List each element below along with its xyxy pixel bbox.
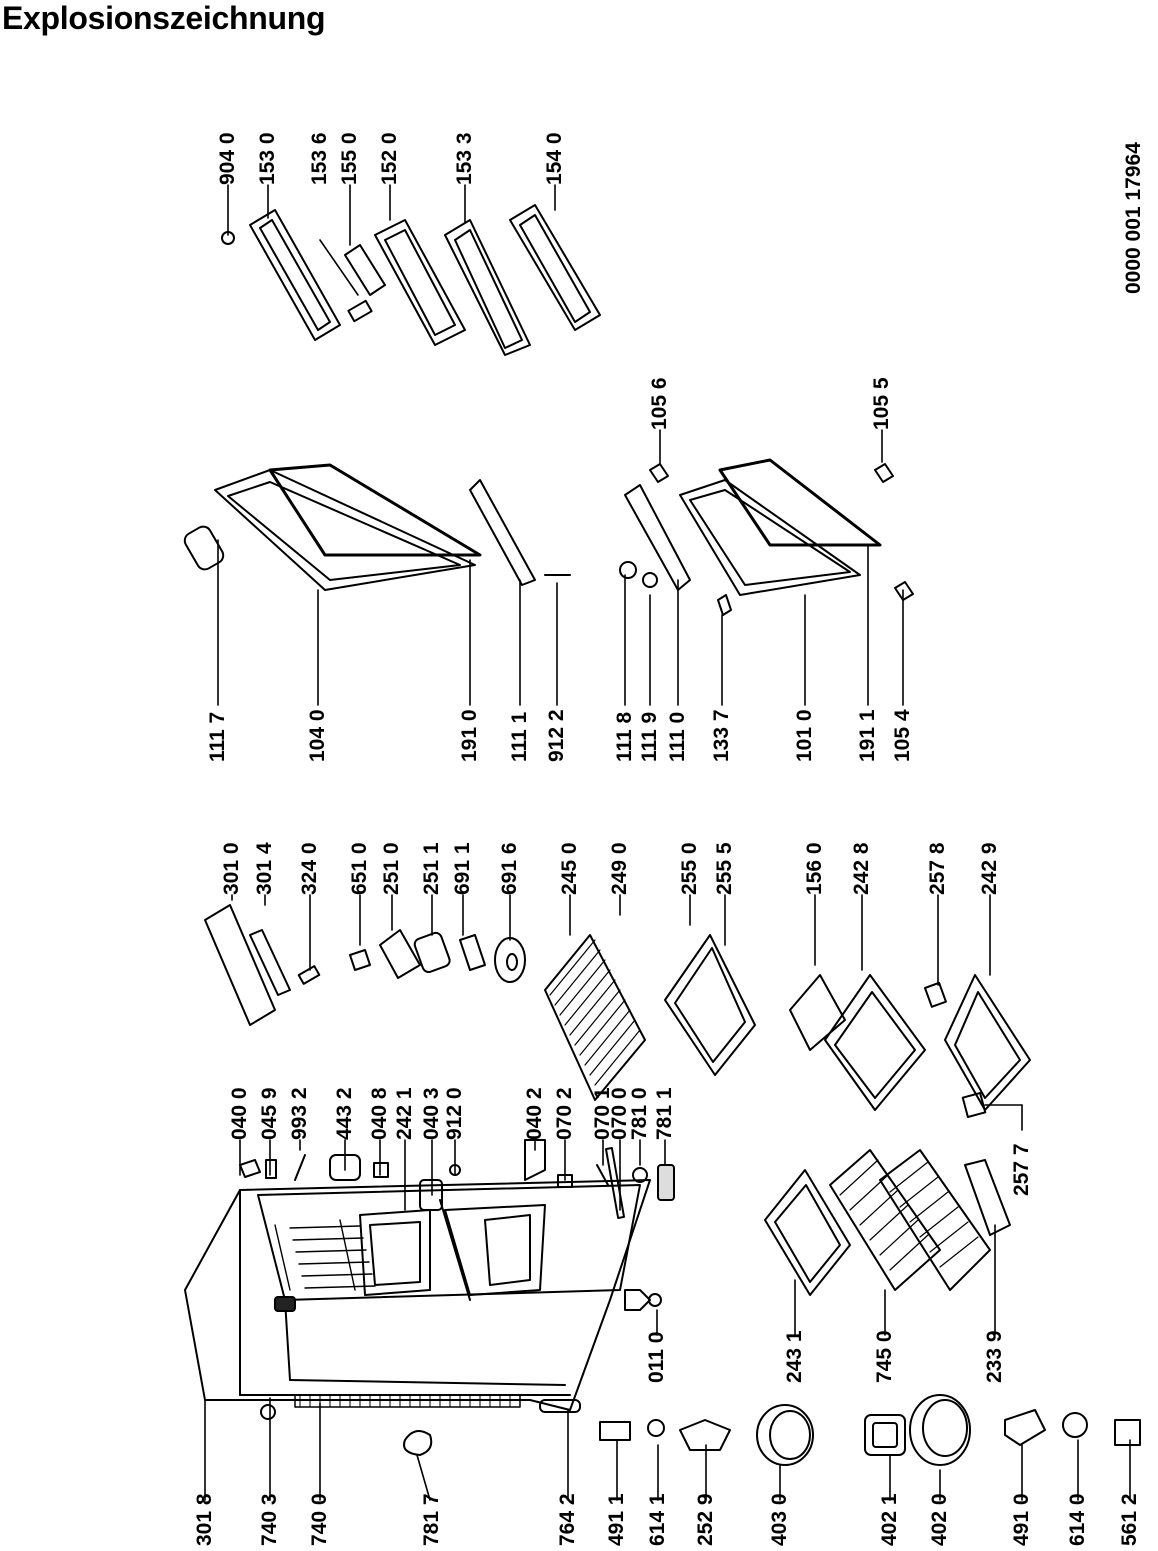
part-label: 153 3 [453,132,476,185]
part-label: 614 1 [646,1493,669,1546]
part-label: 691 6 [498,842,521,895]
part-label: 255 0 [678,842,701,895]
part-label: 191 0 [458,709,481,762]
part-label: 993 2 [288,1087,311,1140]
part-label: 242 8 [850,842,873,895]
doors [183,458,914,616]
part-label: 740 0 [308,1493,331,1546]
leader-lines [204,184,1131,1501]
part-label: 614 0 [1066,1493,1089,1546]
part-label: 781 1 [653,1087,676,1140]
part-label: 154 0 [543,132,566,185]
part-label: 040 0 [228,1087,251,1140]
part-label: 324 0 [298,842,321,895]
part-label: 156 0 [803,842,826,895]
part-label: 040 2 [523,1087,546,1140]
part-label: 561 2 [1118,1493,1141,1546]
part-label: 104 0 [306,709,329,762]
door-shelves [221,204,601,356]
part-label: 245 0 [558,842,581,895]
fridge-cabinet [184,1139,1141,1466]
part-label: 251 0 [380,842,403,895]
part-label: 745 0 [873,1330,896,1383]
part-label: 111 9 [638,711,661,762]
part-label: 402 0 [928,1493,951,1546]
part-label: 111 7 [206,711,229,762]
part-label: 105 4 [891,709,914,762]
part-label: 912 2 [545,709,568,762]
part-label: 764 2 [556,1493,579,1546]
part-label: 443 2 [333,1087,356,1140]
part-label: 101 0 [793,709,816,762]
inner-accessories [204,904,1031,1296]
page-title: Explosionszeichnung [2,0,326,36]
part-label: 301 0 [220,842,243,895]
part-label: 257 8 [926,842,949,895]
part-label: 133 7 [710,709,733,762]
part-label: 191 1 [856,709,879,762]
part-label: 105 5 [870,377,893,430]
part-label: 691 1 [451,842,474,895]
part-label: 781 0 [628,1087,651,1140]
document-number: 0000 001 17964 [1122,142,1145,294]
part-label: 040 8 [368,1087,391,1140]
part-label: 912 0 [443,1087,466,1140]
part-label: 781 7 [420,1493,443,1546]
part-label: 045 9 [258,1087,281,1140]
part-label: 040 3 [420,1087,443,1140]
part-label: 153 6 [308,132,331,185]
part-label: 153 0 [256,132,279,185]
part-label: 070 2 [553,1087,576,1140]
part-label: 402 1 [878,1493,901,1546]
part-label: 651 0 [348,842,371,895]
part-label: 740 3 [258,1493,281,1546]
part-label: 243 1 [783,1330,806,1383]
part-label: 904 0 [216,132,239,185]
part-label: 251 1 [420,842,443,895]
part-label: 301 8 [193,1493,216,1546]
part-label: 403 0 [768,1493,791,1546]
part-label: 255 5 [713,842,736,895]
part-label: 257 7 [1010,1143,1033,1196]
part-label: 111 0 [666,711,689,762]
part-label: 242 9 [978,842,1001,895]
part-label: 301 4 [253,842,276,895]
part-label: 155 0 [338,132,361,185]
part-label: 491 0 [1010,1493,1033,1546]
part-label: 011 0 [645,1331,668,1383]
part-label: 233 9 [983,1330,1006,1383]
part-label: 249 0 [608,842,631,895]
part-label: 111 1 [508,711,531,762]
part-label: 252 9 [694,1493,717,1546]
part-label: 111 8 [613,711,636,762]
part-label: 152 0 [378,132,401,185]
part-label: 242 1 [393,1087,416,1140]
part-label: 491 1 [605,1493,628,1546]
part-label: 105 6 [648,377,671,430]
